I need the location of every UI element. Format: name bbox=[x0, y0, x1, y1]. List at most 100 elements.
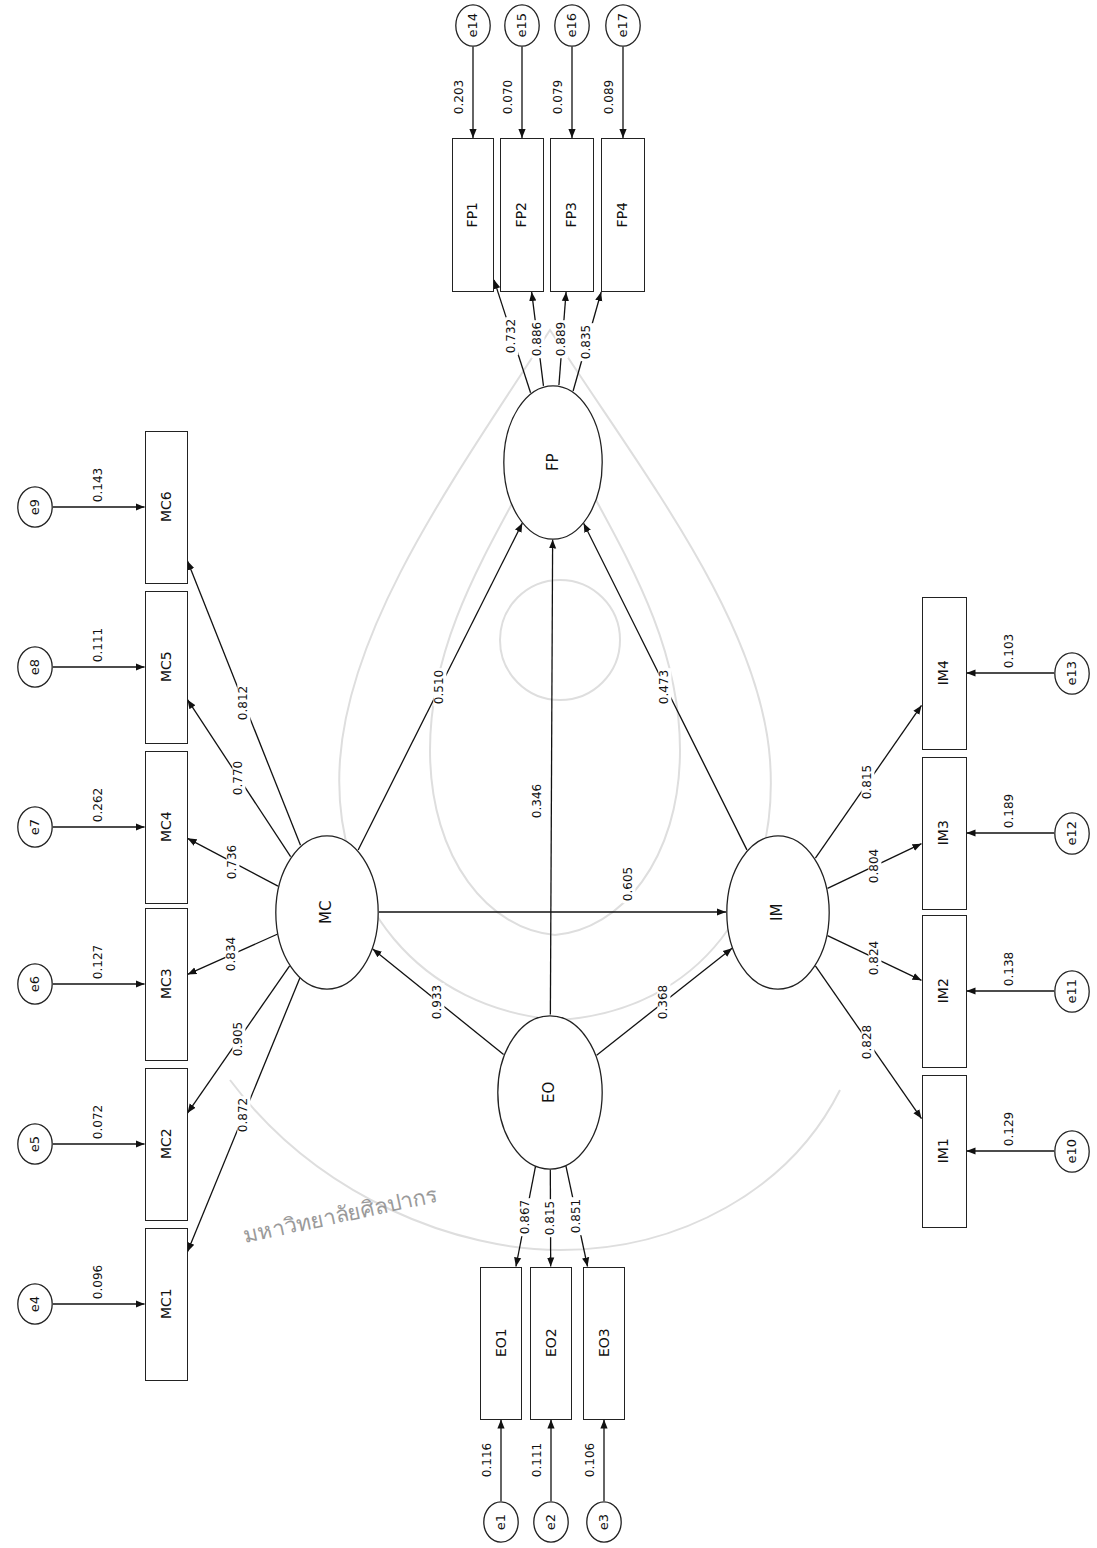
path-coefficient: 0.368 bbox=[658, 983, 671, 1021]
observed-variable: MC5 bbox=[145, 591, 188, 744]
path-arrow bbox=[53, 666, 145, 667]
path-coefficient: 0.096 bbox=[92, 1263, 105, 1301]
path-coefficient: 0.262 bbox=[92, 786, 105, 824]
path-coefficient: 0.828 bbox=[862, 1023, 875, 1061]
path-arrow bbox=[373, 949, 504, 1055]
variable-name: IM2 bbox=[936, 978, 951, 1003]
path-coefficient: 0.835 bbox=[581, 322, 594, 360]
path-arrow bbox=[53, 506, 145, 507]
path-coefficient: 0.815 bbox=[544, 1199, 557, 1237]
path-coefficient: 0.116 bbox=[481, 1441, 494, 1479]
variable-name: FP3 bbox=[564, 202, 579, 227]
error-term: e16 bbox=[554, 4, 590, 47]
path-coefficient: 0.129 bbox=[1004, 1110, 1017, 1148]
error-term: e11 bbox=[1054, 970, 1090, 1013]
error-term: e2 bbox=[533, 1501, 569, 1543]
error-term: e9 bbox=[17, 486, 53, 528]
path-arrow bbox=[550, 539, 552, 1014]
variable-name: IM3 bbox=[936, 820, 951, 845]
variable-name: MC1 bbox=[158, 1289, 173, 1320]
path-arrow bbox=[603, 1420, 604, 1502]
variable-name: e5 bbox=[28, 1136, 42, 1152]
path-arrow bbox=[358, 523, 522, 850]
emblem-flame bbox=[339, 330, 771, 1020]
variable-name: MC bbox=[319, 900, 336, 923]
oval-shape bbox=[276, 835, 378, 988]
path-arrow bbox=[967, 672, 1055, 673]
error-term: e17 bbox=[605, 4, 641, 47]
path-coefficient: 0.815 bbox=[862, 763, 875, 801]
oval-shape bbox=[555, 4, 589, 45]
variable-name: MC4 bbox=[158, 812, 173, 843]
path-arrow bbox=[379, 911, 726, 912]
path-coefficient: 0.804 bbox=[868, 847, 881, 885]
oval-shape bbox=[727, 835, 829, 988]
error-term: e6 bbox=[17, 963, 53, 1005]
path-coefficient: 0.824 bbox=[868, 939, 881, 977]
path-coefficient: 0.933 bbox=[432, 983, 445, 1021]
path-coefficient: 0.889 bbox=[556, 319, 569, 357]
oval-shape bbox=[456, 4, 490, 45]
observed-variable: FP3 bbox=[550, 138, 594, 292]
error-term: e10 bbox=[1054, 1130, 1090, 1173]
error-term: e4 bbox=[17, 1283, 53, 1325]
observed-variable: MC1 bbox=[145, 1228, 188, 1381]
oval-shape bbox=[18, 807, 52, 847]
observed-variable: FP4 bbox=[601, 138, 645, 292]
variable-name: e13 bbox=[1065, 661, 1079, 686]
error-term: e7 bbox=[17, 806, 53, 848]
variable-name: EO2 bbox=[543, 1329, 558, 1358]
path-coefficient: 0.111 bbox=[92, 626, 105, 664]
path-coefficient: 0.834 bbox=[226, 935, 239, 973]
variable-name: e12 bbox=[1065, 821, 1079, 846]
error-term: e15 bbox=[504, 4, 540, 47]
path-arrow bbox=[828, 936, 922, 981]
variable-name: EO1 bbox=[493, 1329, 508, 1358]
oval-shape bbox=[534, 1502, 568, 1542]
variable-name: e14 bbox=[466, 13, 480, 38]
path-coefficient: 0.605 bbox=[622, 865, 635, 903]
oval-shape bbox=[18, 964, 52, 1004]
oval-shape bbox=[18, 647, 52, 687]
variable-name: e8 bbox=[28, 659, 42, 675]
path-arrow bbox=[815, 705, 921, 858]
path-arrow bbox=[188, 561, 301, 845]
path-coefficient: 0.770 bbox=[232, 759, 245, 797]
latent-variable: FP bbox=[503, 385, 603, 540]
variable-name: e2 bbox=[544, 1514, 558, 1530]
variable-name: EO bbox=[542, 1081, 559, 1102]
path-arrow bbox=[188, 700, 291, 857]
path-arrow bbox=[188, 978, 300, 1252]
oval-shape bbox=[1055, 812, 1089, 853]
variable-name: e15 bbox=[515, 13, 529, 38]
variable-name: e3 bbox=[597, 1514, 611, 1530]
path-arrow bbox=[967, 1150, 1055, 1151]
path-arrow bbox=[53, 1303, 145, 1304]
error-term: e5 bbox=[17, 1123, 53, 1165]
variable-name: FP bbox=[545, 453, 562, 471]
watermark-text: มหาวิทยาลัยศิลปากร bbox=[240, 1177, 441, 1252]
variable-name: e7 bbox=[28, 819, 42, 835]
variable-name: IM1 bbox=[936, 1138, 951, 1163]
path-arrow bbox=[550, 1169, 552, 1266]
path-coefficient: 0.346 bbox=[532, 782, 545, 820]
variable-name: e10 bbox=[1065, 1139, 1079, 1164]
path-arrow bbox=[571, 47, 572, 139]
path-coefficient: 0.872 bbox=[237, 1096, 250, 1134]
error-term: e1 bbox=[483, 1501, 519, 1543]
path-arrow bbox=[559, 292, 566, 385]
path-arrow bbox=[53, 1143, 145, 1144]
variable-name: MC5 bbox=[158, 652, 173, 683]
path-arrow bbox=[521, 47, 522, 139]
oval-shape bbox=[505, 4, 539, 45]
variable-name: e4 bbox=[28, 1296, 42, 1312]
variable-name: e17 bbox=[616, 13, 630, 38]
path-arrow bbox=[550, 1420, 551, 1502]
variable-name: e11 bbox=[1065, 979, 1079, 1004]
oval-shape bbox=[498, 1015, 602, 1168]
path-coefficient: 0.203 bbox=[453, 78, 466, 116]
observed-variable: EO1 bbox=[480, 1267, 522, 1420]
variable-name: IM bbox=[770, 903, 787, 920]
path-arrow bbox=[967, 832, 1055, 833]
